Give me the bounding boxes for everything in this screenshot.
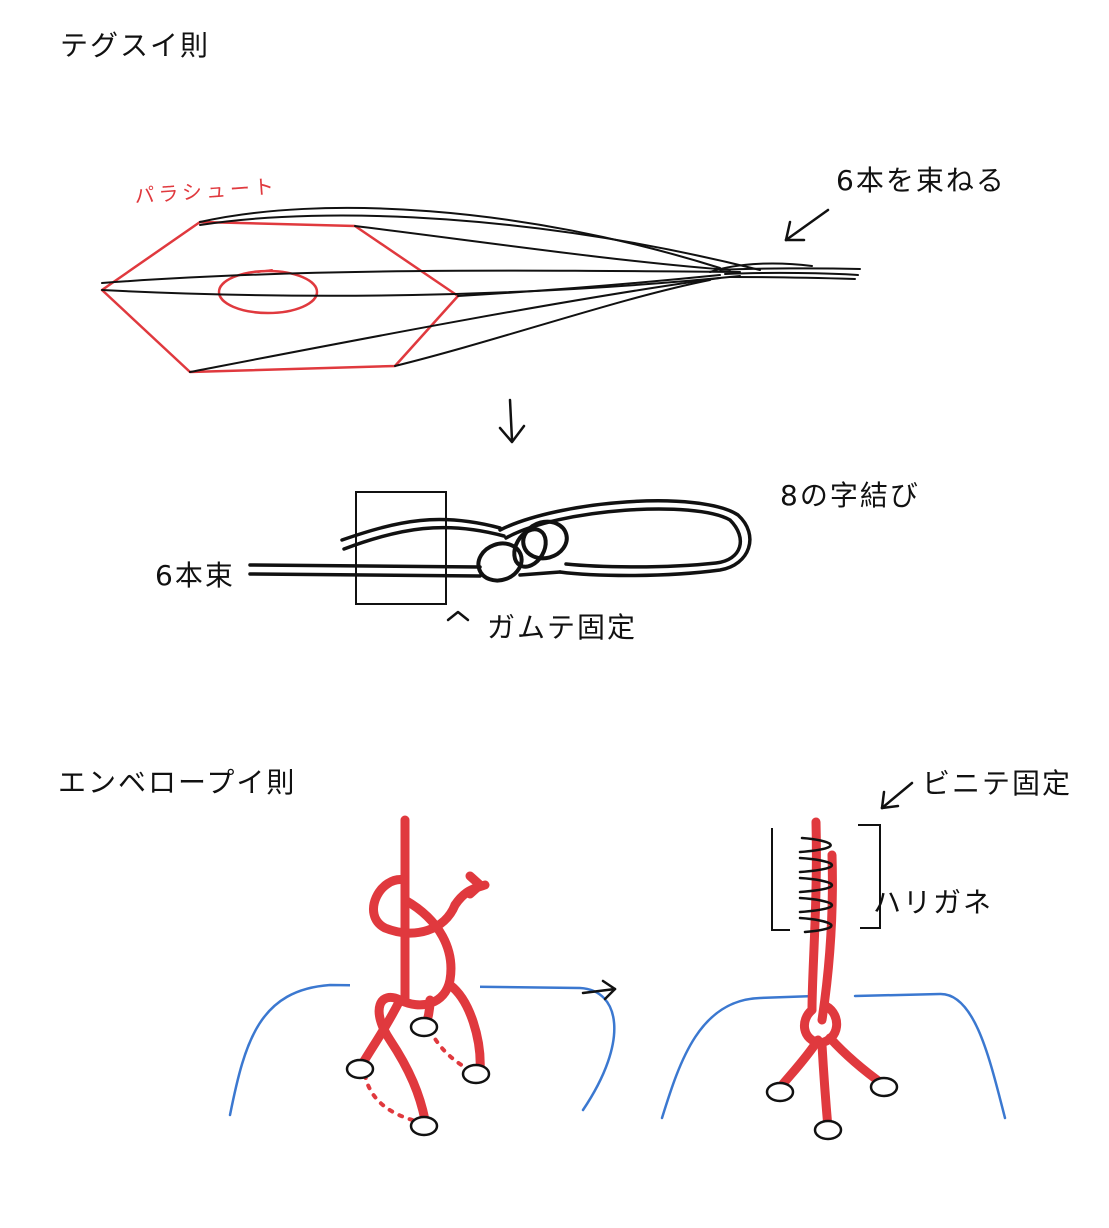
vinyl-tape-bracket bbox=[771, 824, 881, 931]
down-arrow-icon bbox=[498, 398, 526, 444]
cord-left-dotted-paths bbox=[363, 1028, 472, 1124]
figure-eight-label: 8の字結び bbox=[780, 479, 920, 512]
tape-box bbox=[355, 491, 447, 605]
pointer-arrow-icon bbox=[784, 208, 830, 242]
parachute-canopy bbox=[100, 220, 460, 374]
envelope-right-drawing: ビニテ固定 ハリガネ bbox=[660, 767, 1072, 1141]
grommets-left bbox=[345, 1016, 491, 1137]
parachute-label: パラシュート bbox=[134, 174, 279, 208]
tape-pointer-icon bbox=[446, 610, 470, 622]
figure-eight-knot-drawing: 8の字結び 6本束 ガムテ固定 bbox=[155, 479, 920, 644]
envelope-side-title: エンベロープイ則 bbox=[58, 766, 296, 799]
spill-hole-mark bbox=[257, 269, 273, 273]
parachute-spill-hole bbox=[217, 269, 319, 315]
right-arrow-icon bbox=[581, 979, 617, 1001]
bundle-six-label: 6本を束ねる bbox=[836, 164, 1006, 197]
tegusu-side-title: テグスイ則 bbox=[60, 29, 210, 62]
wire-coils bbox=[798, 836, 834, 934]
cord-left-arrowhead bbox=[465, 871, 485, 899]
wire-label: ハリガネ bbox=[873, 886, 993, 919]
envelope-right-outline bbox=[660, 992, 1007, 1120]
parachute-drawing: パラシュート 6本を束ねる bbox=[100, 164, 1006, 374]
envelope-left-drawing bbox=[228, 815, 616, 1137]
grommets-right bbox=[765, 1076, 899, 1141]
shroud-lines bbox=[101, 206, 861, 373]
cord-left bbox=[355, 815, 490, 1125]
six-bundle-label: 6本束 bbox=[155, 559, 235, 592]
knot-cords bbox=[248, 499, 752, 578]
tape-fix-label: ガムテ固定 bbox=[487, 611, 637, 644]
vinyl-pointer-icon bbox=[880, 781, 914, 810]
envelope-left-outline bbox=[228, 983, 616, 1117]
vinyl-tape-fix-label: ビニテ固定 bbox=[922, 767, 1072, 800]
knot-loops bbox=[476, 519, 569, 583]
